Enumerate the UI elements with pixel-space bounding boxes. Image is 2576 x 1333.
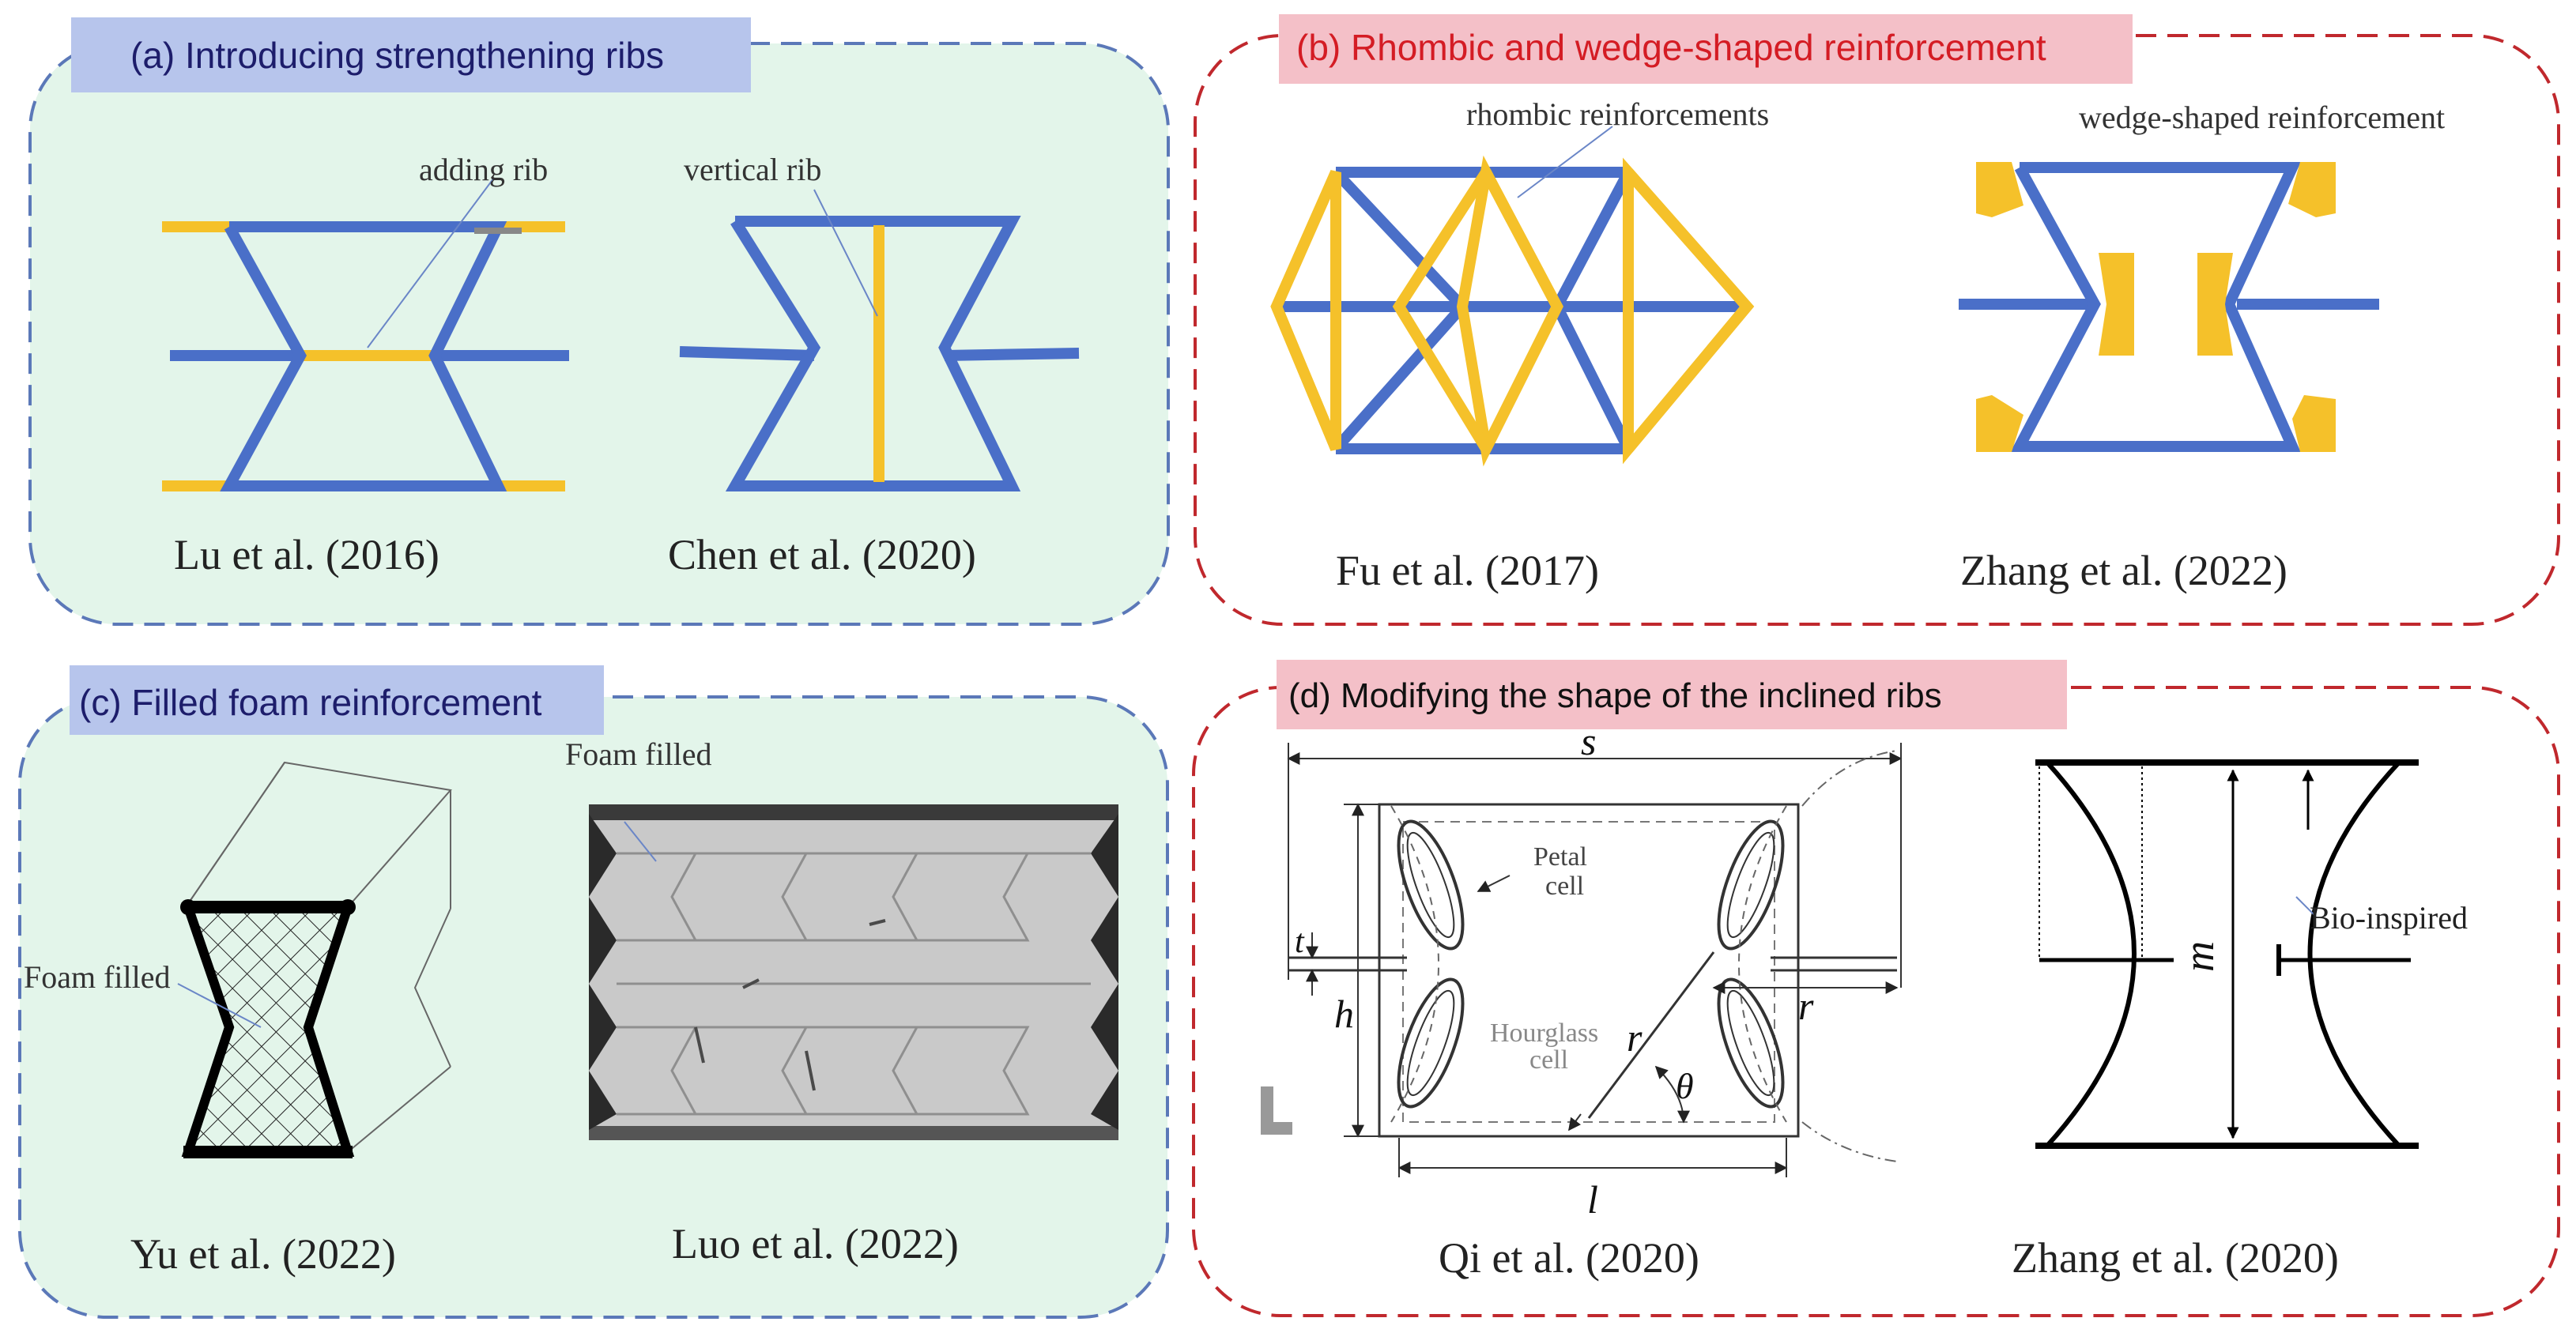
panel-c-title: (c) Filled foam reinforcement	[79, 682, 542, 723]
qi-hourglass-cell-label: cell	[1529, 1045, 1568, 1075]
panel-c: (c) Filled foam reinforcement Foam fille…	[18, 665, 1169, 1319]
fu-2017-structure	[1270, 155, 1755, 467]
caption-luo-2022: Luo et al. (2022)	[672, 1220, 959, 1267]
qi-symbol-h: h	[1334, 992, 1354, 1036]
panel-d-title-box	[1277, 660, 2067, 729]
caption-lu-2016: Lu et al. (2016)	[174, 531, 439, 578]
luo-foam-label: Foam filled	[565, 736, 712, 772]
caption-zhang-2022: Zhang et al. (2022)	[1960, 547, 2287, 594]
zhang-2020-diagram	[2035, 759, 2419, 1149]
luo-foam-leader	[624, 821, 657, 862]
caption-zhang-2020: Zhang et al. (2020)	[2012, 1234, 2339, 1282]
luo-2022-photo	[589, 804, 1118, 1140]
qi-symbol-r-outer: r	[1798, 984, 1814, 1028]
caption-yu-2022: Yu et al. (2022)	[130, 1230, 396, 1278]
caption-qi-2020: Qi et al. (2020)	[1439, 1234, 1699, 1282]
wedge-label: wedge-shaped reinforcement	[2079, 100, 2445, 135]
qi-symbol-s: s	[1581, 719, 1596, 763]
qi-petal-label: Petal	[1533, 842, 1587, 872]
adding-rib-label: adding rib	[419, 152, 548, 187]
vertical-rib-leader	[813, 189, 878, 317]
zhang-2022-structure	[1959, 162, 2379, 452]
rhombic-label: rhombic reinforcements	[1466, 96, 1769, 132]
caption-chen-2020: Chen et al. (2020)	[668, 531, 976, 578]
panel-a-title-box	[71, 17, 751, 92]
bio-inspired-leader	[2295, 896, 2317, 917]
vertical-rib-label: vertical rib	[684, 152, 821, 187]
qi-hourglass-label: Hourglass	[1490, 1019, 1598, 1048]
qi-symbol-theta: θ	[1676, 1066, 1694, 1106]
panel-b-title-box	[1279, 14, 2133, 84]
qi-symbol-l: l	[1587, 1177, 1598, 1222]
yu-foam-leader	[177, 983, 262, 1028]
zhang-symbol-m: m	[2175, 941, 2223, 972]
panel-a-title: (a) Introducing strengthening ribs	[130, 35, 664, 76]
panel-d-title: (d) Modifying the shape of the inclined …	[1288, 676, 1942, 715]
panel-a: (a) Introducing strengthening ribs addin…	[28, 17, 1170, 626]
adding-rib-leader	[367, 177, 495, 348]
qi-symbol-t: t	[1295, 924, 1305, 960]
caption-fu-2017: Fu et al. (2017)	[1336, 547, 1599, 594]
chen-2020-structure	[679, 216, 1080, 491]
qi-petal-cell-label: cell	[1545, 872, 1584, 901]
panel-d: (d) Modifying the shape of the inclined …	[1192, 660, 2560, 1317]
yu-foam-label: Foam filled	[24, 959, 171, 995]
qi-2020-diagram	[1261, 743, 1903, 1177]
panel-b: (b) Rhombic and wedge-shaped reinforceme…	[1194, 14, 2560, 626]
panel-b-frame	[1194, 34, 2560, 626]
qi-symbol-r-inner: r	[1627, 1015, 1643, 1060]
panel-d-frame	[1192, 686, 2560, 1317]
panel-b-title: (b) Rhombic and wedge-shaped reinforceme…	[1296, 27, 2046, 68]
bio-inspired-label: Bio-inspired	[2310, 900, 2468, 936]
yu-2022-structure	[180, 761, 452, 1158]
lu-2016-structure	[162, 221, 569, 491]
panel-c-title-box	[70, 665, 604, 735]
rhombic-leader	[1517, 126, 1613, 198]
